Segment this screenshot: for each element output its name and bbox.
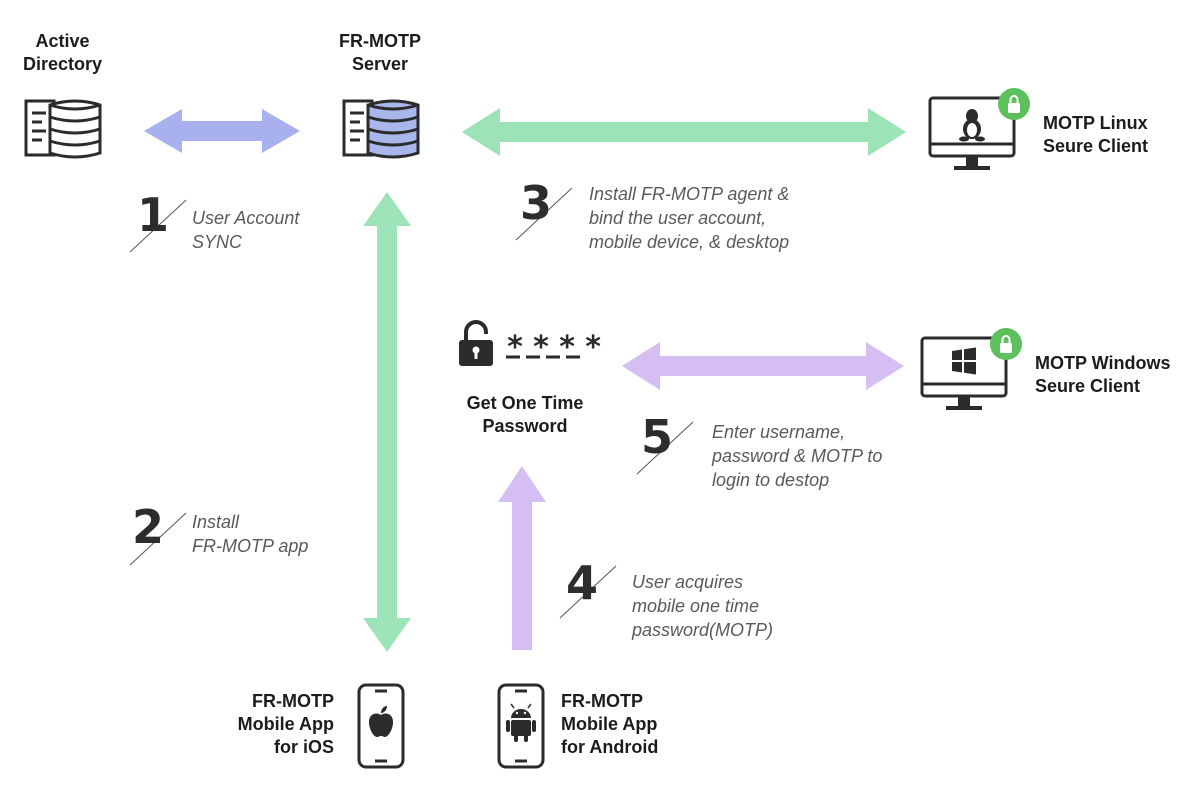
step-4-number: 4 — [566, 556, 599, 610]
step-2-text: Install FR-MOTP app — [192, 512, 309, 556]
linux-monitor-icon — [928, 88, 1030, 170]
linux-penguin-icon — [959, 109, 985, 142]
windows-client-label: MOTP Windows Seure Client — [1035, 353, 1171, 396]
password-underline — [506, 355, 580, 359]
apple-icon — [369, 706, 393, 737]
lock-icon — [459, 320, 493, 366]
arrow-server-ios — [363, 192, 411, 652]
otp-label: Get One Time Password — [466, 393, 584, 436]
step-1-slash — [129, 199, 187, 253]
linux-client-label: MOTP Linux Seure Client — [1043, 113, 1149, 156]
android-phone-icon — [497, 683, 545, 769]
ios-app-label: FR-MOTP Mobile App for iOS — [237, 691, 334, 757]
lock-badge-icon — [1008, 95, 1020, 113]
ios-phone-icon — [357, 683, 405, 769]
active-directory-label: Active Directory — [22, 31, 103, 74]
step-3-text: Install FR-MOTP agent & bind the user ac… — [589, 184, 790, 252]
android-icon — [506, 703, 536, 742]
step-5-slash — [636, 421, 694, 475]
step-5-number: 5 — [641, 410, 674, 464]
server-label: FR-MOTP Server — [339, 31, 421, 74]
windows-icon — [952, 347, 976, 375]
arrow-server-linux — [462, 108, 906, 156]
step-3-number: 3 — [520, 176, 553, 230]
arrow-ad-server — [144, 109, 300, 153]
step-3-slash — [515, 187, 573, 241]
arrow-android-otp — [498, 466, 546, 650]
database-icon — [24, 99, 102, 159]
server-database-icon — [342, 99, 420, 159]
step-2-slash — [129, 512, 187, 566]
arrow-otp-windows — [622, 342, 904, 390]
masked-password: **** — [506, 330, 611, 365]
step-1-number: 1 — [137, 188, 170, 242]
step-1-text: User Account SYNC — [192, 208, 300, 252]
android-app-label: FR-MOTP Mobile App for Android — [561, 691, 659, 757]
step-5-text: Enter username, password & MOTP to login… — [712, 422, 883, 490]
step-4-slash — [559, 565, 617, 619]
windows-monitor-icon — [920, 328, 1022, 410]
step-4-text: User acquires mobile one time password(M… — [632, 572, 774, 640]
lock-badge-icon — [1000, 335, 1012, 353]
step-2-number: 2 — [132, 500, 165, 554]
